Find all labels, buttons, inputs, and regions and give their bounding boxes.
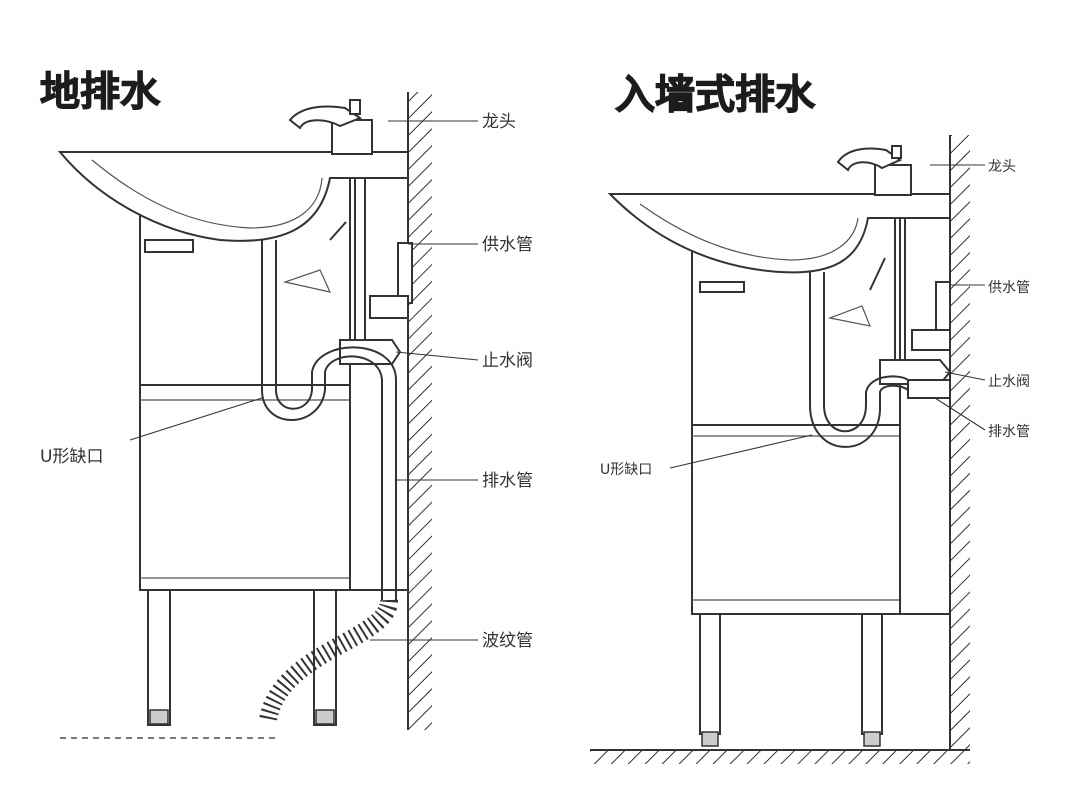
right-cabinet-side: [899, 211, 951, 615]
label-faucet-right: 龙头: [988, 159, 1016, 175]
right-drawer-handle: [699, 281, 745, 293]
in-wall-drain-diagram: 入墙式排水: [590, 71, 1030, 764]
floor-drain-diagram: 地排水: [39, 68, 533, 739]
left-leg-front: [147, 589, 171, 726]
left-wall: [408, 92, 432, 730]
right-stop-valve: [879, 359, 952, 385]
label-drain-pipe-right: 排水管: [988, 424, 1030, 440]
left-cabinet-side: [349, 174, 409, 591]
left-drawer-handle: [144, 239, 194, 253]
left-u-trap: [261, 240, 383, 600]
label-stop-valve-right: 止水阀: [988, 374, 1030, 390]
left-basin: [57, 151, 409, 242]
label-supply-pipe: 供水管: [482, 235, 533, 255]
label-supply-pipe-right: 供水管: [988, 280, 1030, 296]
in-wall-drain-title: 入墙式排水: [615, 72, 816, 118]
left-valve-box: [369, 295, 409, 319]
right-drain-outlet: [907, 379, 951, 399]
right-faucet-base: [874, 164, 912, 196]
right-leg-back: [861, 613, 883, 735]
label-corrugated-pipe: 波纹管: [482, 631, 533, 651]
right-wall: [950, 135, 970, 750]
right-u-trap: [809, 272, 909, 448]
right-floor: [590, 750, 970, 764]
label-faucet: 龙头: [482, 112, 516, 132]
left-leg-back: [313, 589, 337, 726]
label-u-trap-right: U形缺口: [600, 462, 652, 478]
left-faucet-icon: [288, 105, 363, 130]
right-leg-front: [699, 613, 721, 735]
floor-drain-title: 地排水: [40, 69, 161, 115]
right-valve-box: [911, 329, 951, 351]
label-u-trap: U形缺口: [40, 447, 103, 467]
label-stop-valve: 止水阀: [482, 351, 533, 371]
label-drain-pipe: 排水管: [482, 471, 533, 491]
right-faucet-icon: [836, 147, 903, 172]
right-basin: [607, 193, 951, 274]
